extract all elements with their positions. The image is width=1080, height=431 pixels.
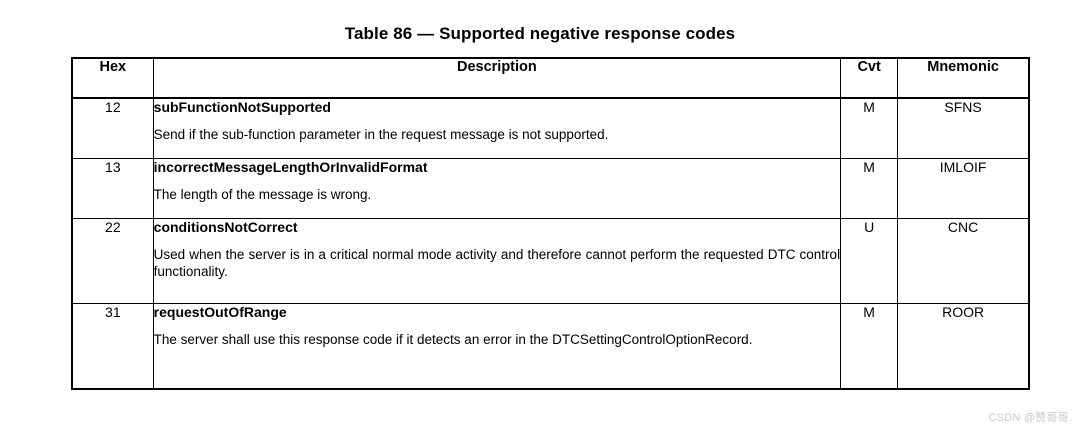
watermark: CSDN @赞哥哥. (988, 412, 1072, 424)
cell-cvt: M (840, 158, 899, 219)
cell-description: conditionsNotCorrect Used when the serve… (152, 218, 842, 304)
page-title: Table 86 — Supported negative response c… (344, 24, 736, 43)
column-header-description: Description (152, 57, 842, 99)
cell-cvt: U (840, 218, 899, 304)
cell-hex: 31 (71, 303, 154, 390)
cell-mnemonic: SFNS (897, 97, 1030, 159)
nrc-name: incorrectMessageLengthOrInvalidFormat (153, 159, 428, 175)
nrc-name: requestOutOfRange (153, 304, 287, 320)
column-header-cvt: Cvt (840, 57, 899, 99)
nrc-name: subFunctionNotSupported (153, 99, 331, 115)
cell-hex: 12 (71, 97, 154, 159)
cell-hex: 13 (71, 158, 154, 219)
cell-description: requestOutOfRange The server shall use t… (152, 303, 842, 390)
nrc-name: conditionsNotCorrect (153, 219, 298, 235)
table-container: Hex Description Cvt Mnemonic 12 subFunct… (71, 57, 1030, 390)
table-row: 22 conditionsNotCorrect Used when the se… (71, 218, 1030, 304)
column-header-hex: Hex (71, 57, 154, 99)
table-header-row: Hex Description Cvt Mnemonic (71, 57, 1030, 99)
cell-mnemonic: ROOR (897, 303, 1030, 390)
cell-mnemonic: IMLOIF (897, 158, 1030, 219)
negative-response-codes-table: Hex Description Cvt Mnemonic 12 subFunct… (71, 57, 1030, 390)
cell-hex: 22 (71, 218, 154, 304)
nrc-text: Used when the server is in a critical no… (153, 247, 841, 280)
column-header-mnemonic: Mnemonic (897, 57, 1030, 99)
cell-cvt: M (840, 303, 899, 390)
cell-cvt: M (840, 97, 899, 159)
cell-description: subFunctionNotSupported Send if the sub-… (152, 97, 842, 159)
nrc-text: The server shall use this response code … (153, 332, 753, 348)
table-row: 12 subFunctionNotSupported Send if the s… (71, 97, 1030, 159)
cell-description: incorrectMessageLengthOrInvalidFormat Th… (152, 158, 842, 219)
nrc-text: Send if the sub-function parameter in th… (153, 127, 609, 143)
table-row: 13 incorrectMessageLengthOrInvalidFormat… (71, 158, 1030, 219)
cell-mnemonic: CNC (897, 218, 1030, 304)
table-row: 31 requestOutOfRange The server shall us… (71, 303, 1030, 390)
nrc-text: The length of the message is wrong. (153, 187, 372, 203)
